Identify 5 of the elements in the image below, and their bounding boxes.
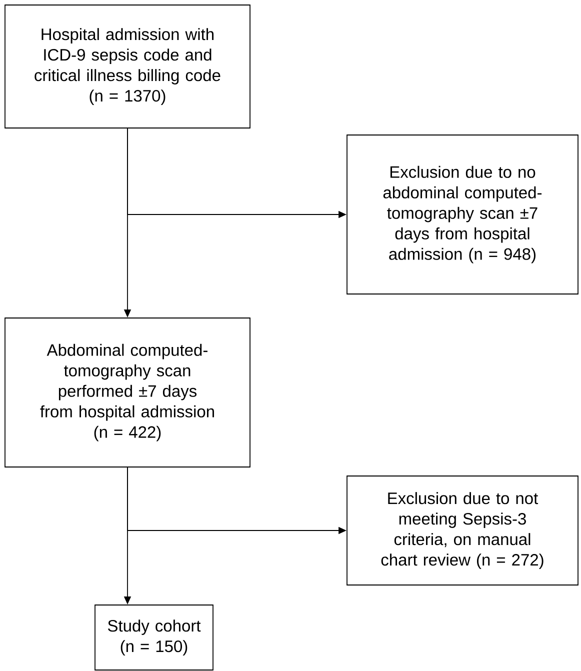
process-box: Exclusion due to no abdominal computed-tomography scan ±7 days from hospital admission (n = 948): [346, 134, 578, 294]
process-box: Hospital admission with ICD-9 sepsis code and critical illness billing code (n = 1370): [4, 4, 250, 128]
process-box: Abdominal computed-tomography scan performed ±7 days from hospital admission (n = 422): [4, 318, 250, 468]
process-box: Study cohort (n = 150): [94, 604, 214, 670]
process-box: Exclusion due to not meeting Sepsis-3 criteria, on manual chart review (n = 272): [346, 476, 578, 586]
